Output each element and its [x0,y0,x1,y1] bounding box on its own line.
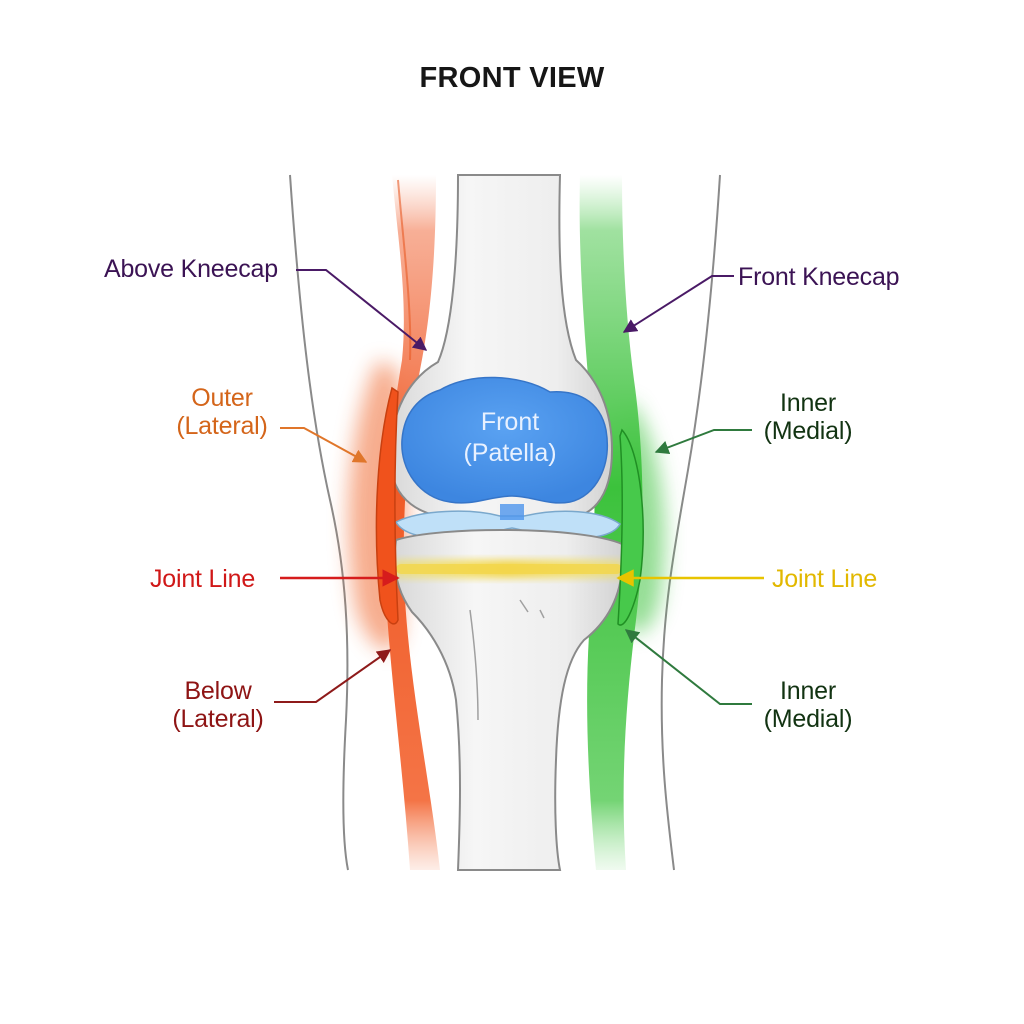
label-below-lateral-line2: (Lateral) [172,705,264,733]
lateral-band [384,175,440,870]
patella-label: Front (Patella) [430,407,590,469]
leader-above-kneecap [296,269,428,351]
leader-inner-medial-upper [654,429,752,455]
patella [401,376,608,504]
label-joint-line-right-text: Joint Line [772,565,878,593]
label-outer-lateral-line2: (Lateral) [176,412,268,440]
label-above-kneecap-text: Above Kneecap [104,255,278,283]
leader-front-kneecap [622,275,734,333]
patella-label-line1: Front [480,408,540,436]
lateral-band-edge [397,179,412,361]
tibia-detail [469,599,545,721]
label-inner-medial-lower-line2: (Medial) [763,705,853,733]
leg-outline-left [289,174,349,871]
leg-outline-right [660,174,721,871]
label-inner-medial-lower: Inner (Medial) [748,677,868,733]
label-below-lateral-line1: Below [184,677,252,705]
label-inner-medial-lower-line1: Inner [780,677,836,705]
label-inner-medial-upper-line2: (Medial) [763,417,853,445]
label-outer-lateral: Outer (Lateral) [162,384,282,440]
label-front-kneecap-text: Front Kneecap [738,263,900,291]
label-front-kneecap: Front Kneecap [738,263,900,291]
meniscus-center [500,504,524,520]
label-above-kneecap: Above Kneecap [104,255,278,283]
leader-below-lateral [274,649,392,703]
label-joint-line-left-text: Joint Line [150,565,256,593]
joint-line-core [396,564,622,574]
label-joint-line-left: Joint Line [150,565,255,593]
label-outer-lateral-line1: Outer [191,384,253,412]
leader-inner-medial-lower [624,629,752,705]
patella-label-line2: (Patella) [463,439,557,467]
page-title: FRONT VIEW [419,62,605,94]
label-below-lateral: Below (Lateral) [158,677,278,733]
label-joint-line-right: Joint Line [772,565,877,593]
leader-outer-lateral [280,427,368,463]
label-inner-medial-upper-line1: Inner [780,389,836,417]
label-inner-medial-upper: Inner (Medial) [748,389,868,445]
lateral-ligament [375,386,399,625]
tibia [393,528,624,871]
